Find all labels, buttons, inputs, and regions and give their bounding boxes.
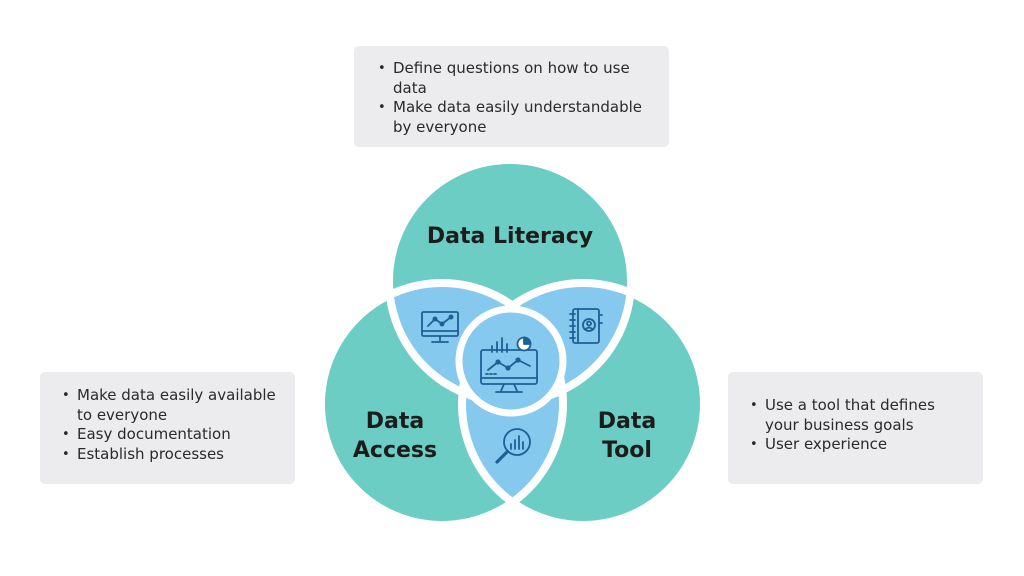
label-data-access-line1: Data — [366, 409, 424, 434]
line-chart-monitor-icon — [421, 311, 459, 343]
info-box-data-access: Make data easily available to everyone E… — [40, 372, 295, 484]
info-box-data-tool: Use a tool that defines your business go… — [728, 372, 983, 484]
bullet-list: Use a tool that defines your business go… — [750, 396, 973, 455]
bullet-item: User experience — [750, 435, 973, 455]
bullet-item: Easy documentation — [62, 425, 285, 445]
bullet-item: Establish processes — [62, 445, 285, 465]
bullet-item: Define questions on how to use data — [378, 59, 651, 98]
magnifier-bar-chart-icon — [495, 428, 531, 464]
circle-outline-access — [317, 279, 567, 529]
bullet-item: Make data easily available to everyone — [62, 386, 285, 425]
label-data-access-line2: Access — [353, 438, 437, 463]
analytics-dashboard-monitor-icon — [480, 336, 538, 393]
address-book-icon — [569, 308, 603, 344]
bullet-list: Define questions on how to use data Make… — [378, 59, 651, 137]
bullet-item: Make data easily understandable by every… — [378, 98, 651, 137]
bullet-list: Make data easily available to everyone E… — [62, 386, 285, 464]
bullet-item: Use a tool that defines your business go… — [750, 396, 973, 435]
circle-outline-tool — [458, 279, 708, 529]
label-data-literacy: Data Literacy — [427, 224, 593, 249]
label-data-tool-line2: Tool — [602, 438, 652, 463]
overlap-center — [455, 305, 567, 417]
info-box-data-literacy: Define questions on how to use data Make… — [354, 46, 669, 147]
label-data-tool-line1: Data — [598, 409, 656, 434]
